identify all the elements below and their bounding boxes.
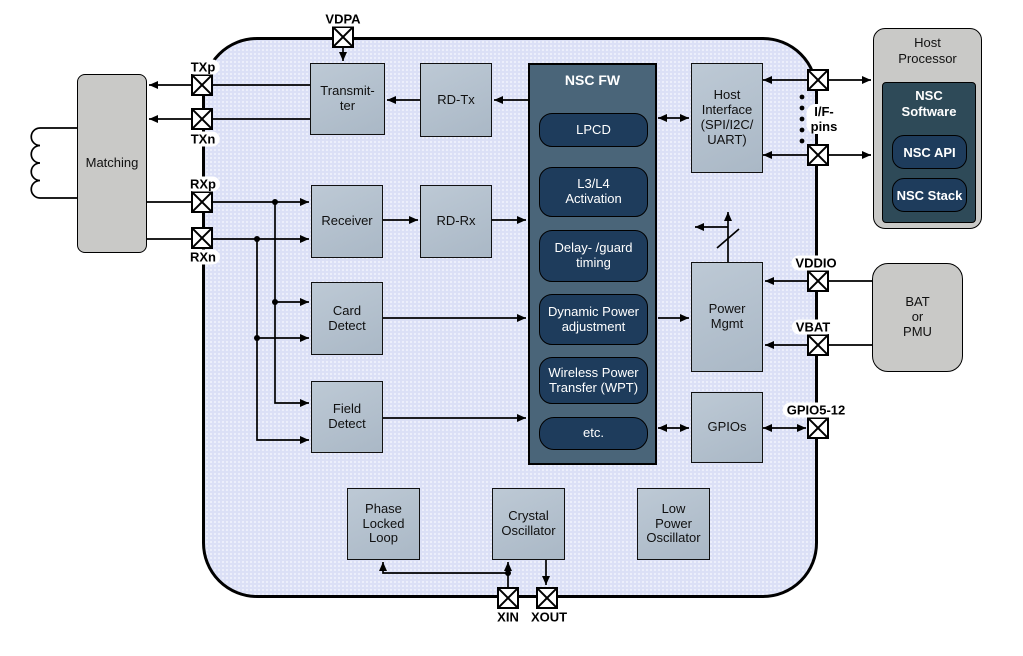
if-pins-label: I/F- pins [806, 104, 842, 134]
matching-block: Matching [77, 74, 147, 253]
txp-pin-label: TXp [186, 59, 220, 75]
xin-pin-label: XIN [493, 609, 523, 625]
vddio-pin-label: VDDIO [791, 255, 841, 271]
if-pin-top [807, 69, 829, 91]
power-mgmt-block: Power Mgmt [691, 262, 763, 372]
etc-module: etc. [539, 417, 648, 450]
nsc-fw-title: NSC FW [564, 72, 621, 88]
bat-or-pmu-block: BAT or PMU [872, 263, 963, 372]
nsc-api-block: NSC API [892, 135, 967, 169]
vbat-pin-label: VBAT [791, 319, 835, 335]
delay-guard-timing-module: Delay- /guard timing [539, 230, 648, 282]
txn-pin [191, 108, 213, 130]
crystal-oscillator-block: Crystal Oscillator [492, 488, 565, 560]
rxn-pin-label: RXn [186, 249, 220, 265]
rxp-pin-label: RXp [186, 176, 220, 192]
xin-pin [497, 587, 519, 609]
xout-pin [536, 587, 558, 609]
host-processor-block: Host Processor NSC Software NSC API NSC … [873, 28, 982, 229]
low-power-oscillator-block: Low Power Oscillator [637, 488, 710, 560]
vdpa-pin [332, 26, 354, 48]
rxp-pin [191, 191, 213, 213]
transmitter-block: Transmit- ter [310, 63, 385, 135]
field-detect-block: Field Detect [311, 381, 383, 453]
lpcd-module: LPCD [539, 113, 648, 147]
wireless-power-transfer-module: Wireless Power Transfer (WPT) [539, 357, 648, 404]
antenna-coil-icon [30, 127, 77, 199]
l3l4-activation-module: L3/L4 Activation [539, 167, 648, 217]
rd-tx-block: RD-Tx [420, 63, 492, 137]
phase-locked-loop-block: Phase Locked Loop [347, 488, 420, 560]
host-interface-block: Host Interface (SPI/I2C/ UART) [691, 63, 763, 173]
nsc-fw-block: NSC FW LPCD L3/L4 Activation Delay- /gua… [528, 63, 657, 465]
txp-pin [191, 74, 213, 96]
rxn-pin [191, 227, 213, 249]
rd-rx-block: RD-Rx [420, 185, 492, 258]
if-pin-bottom [807, 144, 829, 166]
receiver-block: Receiver [311, 185, 383, 258]
dynamic-power-adjustment-module: Dynamic Power adjustment [539, 294, 648, 345]
host-processor-title: Host Processor [898, 35, 957, 66]
vbat-pin [807, 334, 829, 356]
nsc-software-block: NSC Software NSC API NSC Stack [882, 82, 976, 223]
vddio-pin [807, 270, 829, 292]
gpios-block: GPIOs [691, 392, 763, 463]
txn-pin-label: TXn [186, 131, 220, 147]
nsc-software-title: NSC Software [901, 88, 957, 119]
nsc-stack-block: NSC Stack [892, 178, 967, 212]
card-detect-block: Card Detect [311, 282, 383, 355]
gpio-pin-label: GPIO5-12 [782, 402, 850, 418]
xout-pin-label: XOUT [526, 609, 572, 625]
vdpa-pin-label: VDPA [321, 11, 365, 27]
gpio-pin [807, 417, 829, 439]
